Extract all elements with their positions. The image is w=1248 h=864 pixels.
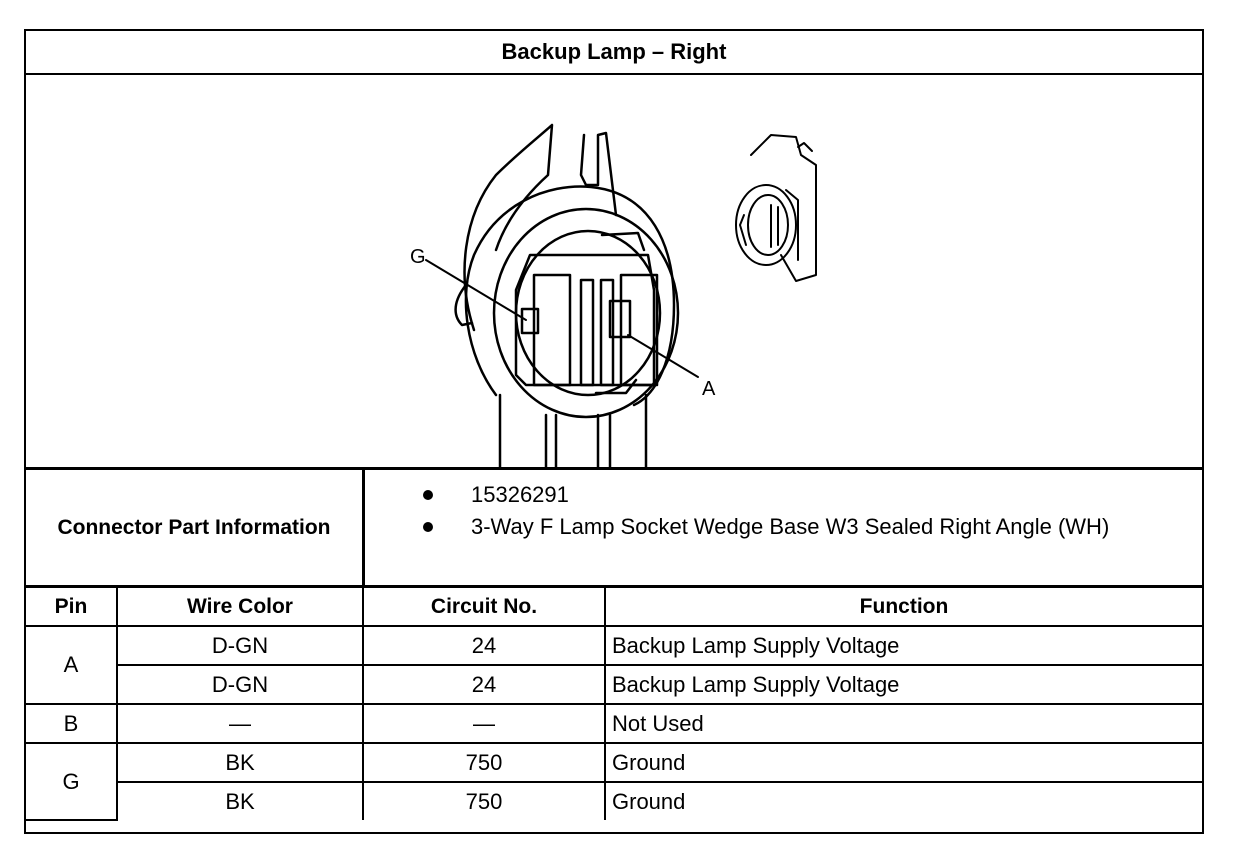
table-row: A D-GN 24 Backup Lamp Supply Voltage: [26, 625, 1202, 705]
wire-color-cell: BK: [117, 781, 364, 820]
bullet-icon: [423, 522, 433, 532]
table-row: G BK 750 Ground: [26, 742, 1202, 821]
connector-info-label: Connector Part Information: [26, 470, 365, 585]
header-function: Function: [604, 588, 1202, 627]
part-number: 15326291: [471, 482, 569, 507]
connector-info-list: 15326291 3-Way F Lamp Socket Wedge Base …: [365, 470, 1202, 585]
connector-face-view: [425, 123, 699, 467]
list-item: 3-Way F Lamp Socket Wedge Base W3 Sealed…: [365, 511, 1202, 543]
function-cell: Backup Lamp Supply Voltage: [604, 625, 1202, 666]
function-cell: Backup Lamp Supply Voltage: [604, 664, 1202, 705]
bullet-icon: [423, 490, 433, 500]
function-cell: Ground: [604, 742, 1202, 783]
table-row: D-GN 24 Backup Lamp Supply Voltage: [26, 664, 1202, 705]
pin-a-callout: A: [702, 378, 716, 400]
wire-color-cell: D-GN: [117, 664, 364, 705]
document-title: Backup Lamp – Right: [26, 31, 1202, 75]
part-description: 3-Way F Lamp Socket Wedge Base W3 Sealed…: [471, 514, 1110, 539]
header-circuit-no: Circuit No.: [362, 588, 606, 627]
connector-drawing: G A: [410, 123, 817, 467]
table-row: BK 750 Ground: [26, 781, 1202, 820]
function-cell: Ground: [604, 781, 1202, 820]
circuit-cell: —: [362, 703, 606, 744]
header-pin: Pin: [26, 588, 118, 627]
header-wire-color: Wire Color: [116, 588, 364, 627]
connector-iso-view: [735, 134, 817, 282]
circuit-cell: 24: [362, 664, 606, 705]
list-item: 15326291: [365, 479, 1202, 511]
pin-table: Pin Wire Color Circuit No. Function A D-…: [26, 588, 1202, 821]
table-header-row: Pin Wire Color Circuit No. Function: [26, 588, 1202, 627]
pin-g-callout: G: [410, 246, 426, 268]
circuit-cell: 750: [362, 781, 606, 820]
connector-part-info: Connector Part Information 15326291 3-Wa…: [26, 470, 1202, 588]
pin-cell: G: [26, 742, 118, 821]
connector-figure: G A: [26, 75, 1202, 470]
wire-color-cell: BK: [116, 742, 364, 783]
connector-document: Backup Lamp – Right: [24, 29, 1204, 834]
wire-color-cell: D-GN: [116, 625, 364, 666]
circuit-cell: 750: [362, 742, 606, 783]
pin-cell: B: [26, 703, 118, 744]
wire-color-cell: —: [116, 703, 364, 744]
function-cell: Not Used: [604, 703, 1202, 744]
table-row: B — — Not Used: [26, 703, 1202, 744]
pin-cell: A: [26, 625, 118, 705]
circuit-cell: 24: [362, 625, 606, 666]
